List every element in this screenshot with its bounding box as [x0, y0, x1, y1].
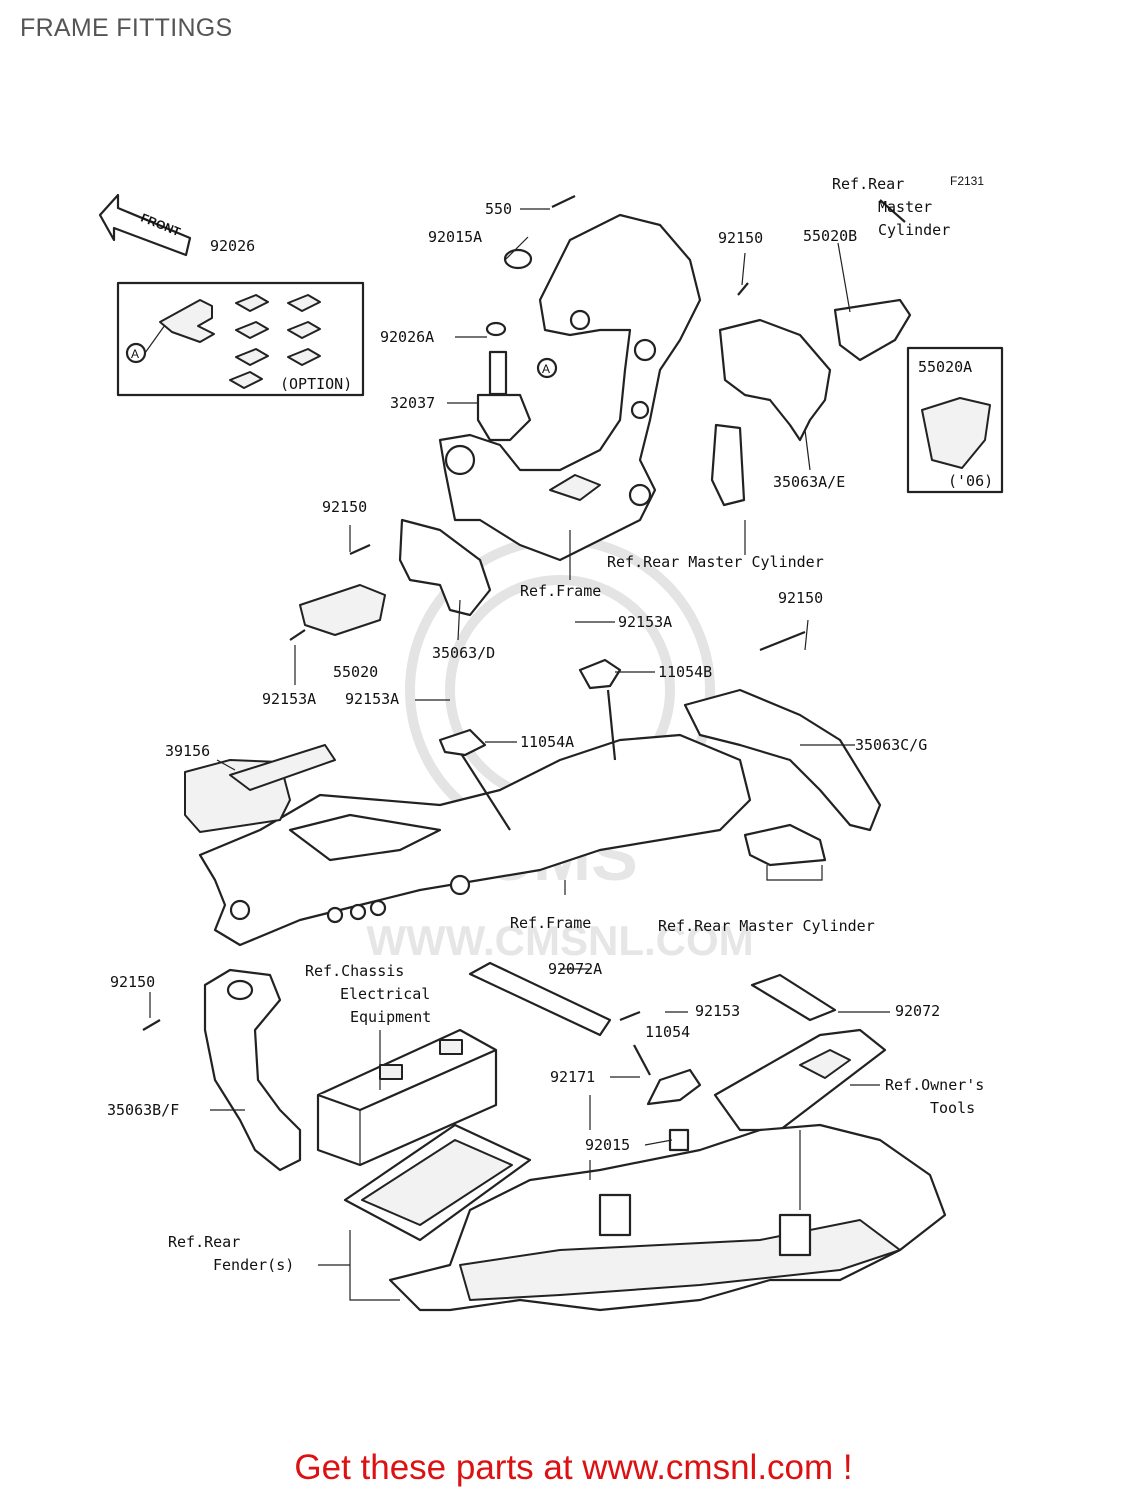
callout-55020a: 55020A	[918, 358, 972, 376]
ref-rear-master-cyl-top-1: Ref.Rear	[832, 175, 904, 193]
callout-92171: 92171	[550, 1068, 595, 1086]
leader-lines	[149, 208, 890, 1301]
strap-parts	[468, 961, 837, 1152]
callout-92150-top: 92150	[718, 229, 763, 247]
cta-link[interactable]: Get these parts at www.cmsnl.com !	[294, 1448, 853, 1487]
battery-part	[316, 1028, 532, 1242]
part-callouts: 550 92015A 92026 92150 92026A 32037 5502…	[107, 174, 984, 1154]
callout-35063bf: 35063B/F	[107, 1101, 179, 1119]
callout-92153a-left: 92153A	[262, 690, 316, 708]
callout-11054: 11054	[645, 1023, 690, 1041]
callout-11054b: 11054B	[658, 663, 712, 681]
callout-92153: 92153	[695, 1002, 740, 1020]
front-arrow-icon: FRONT	[98, 193, 192, 257]
ref-chassis-electrical-1: Ref.Chassis	[305, 962, 404, 980]
figure-code: F2131	[950, 174, 984, 188]
callout-92150-left: 92150	[322, 498, 367, 516]
ref-rear-fender-2: Fender(s)	[213, 1256, 294, 1274]
ref-owners-tools-1: Ref.Owner's	[885, 1076, 984, 1094]
callout-92150-right: 92150	[778, 589, 823, 607]
watermark-url: WWW.CMSNL.COM	[366, 917, 753, 964]
ref-chassis-electrical-3: Equipment	[350, 1008, 431, 1026]
ref-frame-lower: Ref.Frame	[510, 914, 591, 932]
callout-92026: 92026	[210, 237, 255, 255]
callout-92072: 92072	[895, 1002, 940, 1020]
svg-text:A: A	[542, 362, 550, 376]
ref-rear-master-cyl-top-2: Master	[878, 198, 932, 216]
callout-92015: 92015	[585, 1136, 630, 1154]
callout-32037: 32037	[390, 394, 435, 412]
tool-pouch-part	[713, 1028, 887, 1132]
callout-92153a-mid: 92153A	[345, 690, 399, 708]
callout-39156: 39156	[165, 742, 210, 760]
callout-55020: 55020	[333, 663, 378, 681]
shim-option-box: A (OPTION)	[116, 281, 365, 397]
ref-frame-upper: Ref.Frame	[520, 582, 601, 600]
callout-92026a: 92026A	[380, 328, 434, 346]
rear-subframe-part	[184, 630, 882, 947]
top-hardware: A	[476, 195, 576, 442]
ref-chassis-electrical-2: Electrical	[340, 985, 430, 1003]
callout-92072a: 92072A	[548, 960, 602, 978]
option-note: (OPTION)	[280, 375, 352, 393]
callout-55020b: 55020B	[803, 227, 857, 245]
upper-frame-part	[438, 213, 702, 562]
callout-92153a-right: 92153A	[618, 613, 672, 631]
ref-rear-master-cyl-lower: Ref.Rear Master Cylinder	[658, 917, 875, 935]
lower-left-bracket	[142, 968, 302, 1172]
right-footrest-bracket: ('06)	[710, 199, 1004, 507]
reference-labels: Ref.Rear Master Cylinder Ref.Rear Master…	[168, 175, 984, 1274]
left-footrest-bracket	[289, 518, 492, 641]
callout-35063ae: 35063A/E	[773, 473, 845, 491]
year-note: ('06)	[948, 472, 993, 490]
ref-owners-tools-2: Tools	[930, 1099, 975, 1117]
rear-fender-part	[388, 1123, 947, 1312]
callout-35063cg: 35063C/G	[855, 736, 927, 754]
callout-11054a: 11054A	[520, 733, 574, 751]
callout-92015a: 92015A	[428, 228, 482, 246]
ref-rear-master-cyl-mid: Ref.Rear Master Cylinder	[607, 553, 824, 571]
page-title: FRAME FITTINGS	[20, 14, 233, 42]
callout-35063d: 35063/D	[432, 644, 495, 662]
ref-rear-fender-1: Ref.Rear	[168, 1233, 240, 1251]
callout-92150-lower: 92150	[110, 973, 155, 991]
ref-rear-master-cyl-top-3: Cylinder	[878, 221, 950, 239]
callout-550: 550	[485, 200, 512, 218]
marker-a: A	[131, 347, 139, 361]
